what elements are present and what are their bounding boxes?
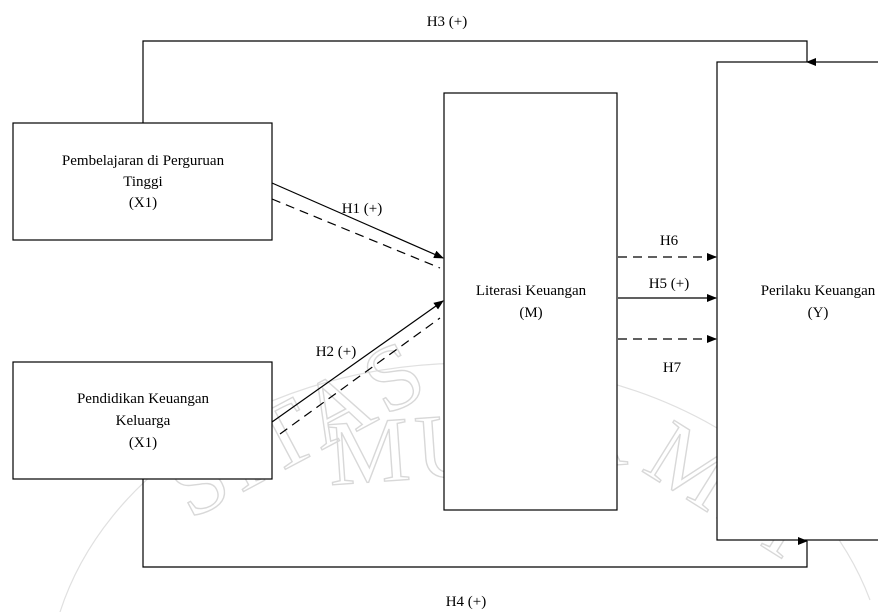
box-literasi-keuangan — [443, 92, 618, 511]
box-pembelajaran-line1: Pembelajaran di Perguruan — [62, 153, 225, 169]
box-pembelajaran-line2: Tinggi — [123, 174, 162, 190]
arrow-h1-solid — [271, 182, 444, 259]
label-h2: H2 (+) — [316, 344, 357, 360]
label-h7: H7 — [663, 360, 682, 376]
box-pendidikan-keuangan — [12, 361, 273, 480]
box-pendidikan-line3: (X1) — [129, 435, 157, 451]
label-h4: H4 (+) — [446, 594, 487, 610]
arrow-h3 — [142, 40, 816, 123]
arrow-h4 — [142, 479, 808, 568]
arrow-h1-dashed — [271, 198, 441, 269]
box-pendidikan-line2: Keluarga — [116, 413, 171, 429]
label-h3: H3 (+) — [427, 14, 468, 30]
box-literasi-line2: (M) — [519, 305, 542, 321]
label-h5: H5 (+) — [649, 276, 690, 292]
box-perilaku-line2: (Y) — [808, 305, 829, 321]
box-pendidikan-line1: Pendidikan Keuangan — [77, 391, 210, 407]
label-h6: H6 — [660, 233, 679, 249]
arrow-h2-dashed — [279, 317, 441, 435]
box-literasi-line1: Literasi Keuangan — [476, 283, 587, 299]
box-pembelajaran-line3: (X1) — [129, 195, 157, 211]
box-perilaku-line1: Perilaku Keuangan — [761, 283, 876, 299]
label-h1: H1 (+) — [342, 201, 383, 217]
box-perilaku-keuangan — [716, 61, 878, 541]
arrow-h2-solid — [271, 300, 444, 423]
